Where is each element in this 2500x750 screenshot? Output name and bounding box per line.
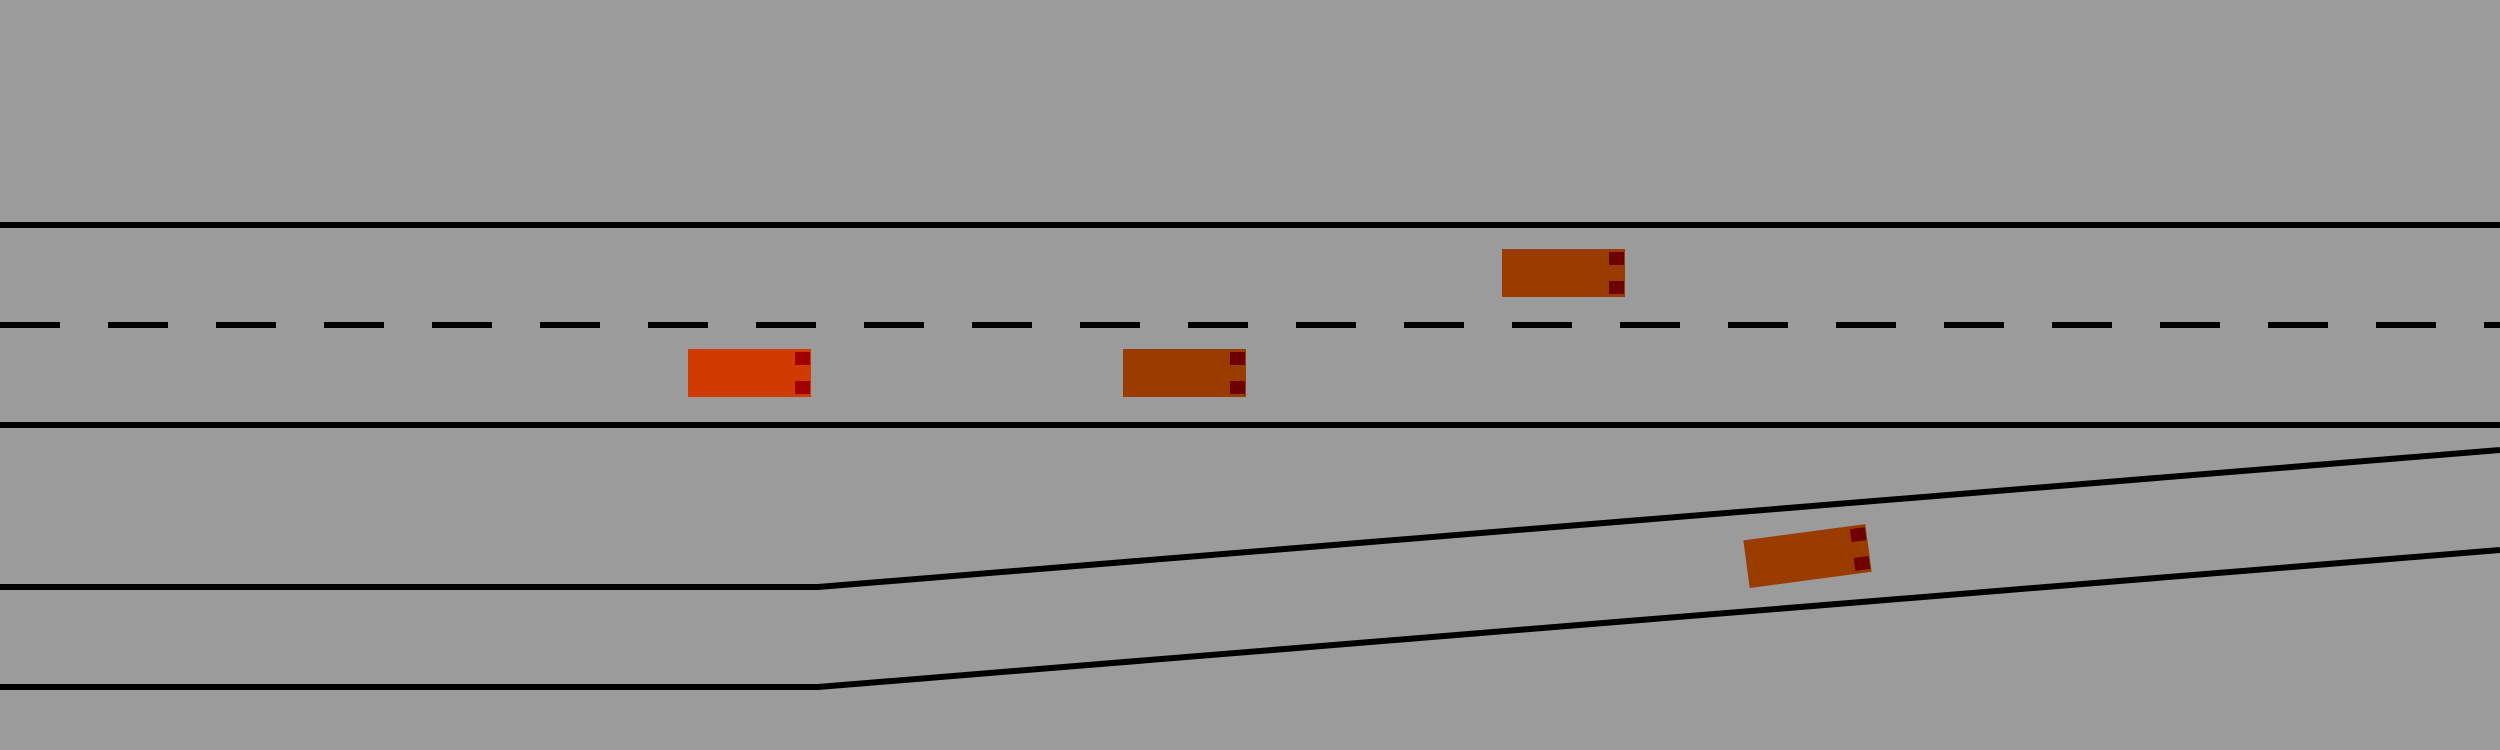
vehicle-3-tail-light-right bbox=[1609, 281, 1624, 294]
ramp-upper-edge bbox=[0, 447, 2500, 590]
vehicle-4-tail-light-left bbox=[1849, 527, 1867, 543]
ego-vehicle bbox=[688, 349, 811, 397]
vehicle-3-tail-light-left bbox=[1609, 252, 1624, 265]
other-vehicle-4 bbox=[1743, 524, 1872, 588]
ego-tail-light-left bbox=[795, 352, 810, 365]
other-vehicle-2 bbox=[1123, 349, 1246, 397]
vehicle-3-body bbox=[1502, 249, 1625, 297]
vehicle-4-body bbox=[1743, 524, 1872, 588]
vehicle-2-tail-light-left bbox=[1230, 352, 1245, 365]
vehicle-4-tail-light-right bbox=[1853, 555, 1871, 571]
ego-tail-light-right bbox=[795, 381, 810, 394]
vehicle-2-body bbox=[1123, 349, 1246, 397]
ego-vehicle-body bbox=[688, 349, 811, 397]
ramp-lower-edge bbox=[0, 547, 2500, 690]
other-vehicle-3 bbox=[1502, 249, 1625, 297]
vehicle-2-tail-light-right bbox=[1230, 381, 1245, 394]
